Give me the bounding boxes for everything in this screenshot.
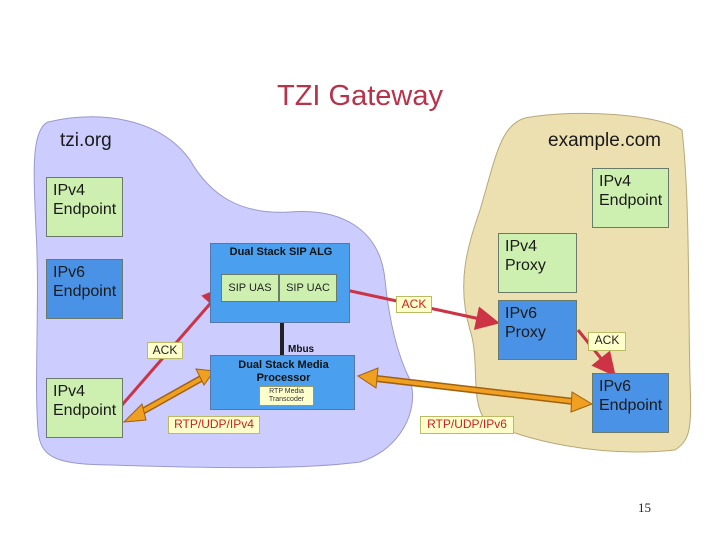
page-number: 15: [638, 500, 651, 515]
media-processor-title: Dual Stack Media Processor: [238, 359, 329, 384]
ack-tag-middle: ACK: [396, 296, 432, 313]
dual-stack-sip-alg: Dual Stack SIP ALG SIP UAS SIP UAC: [210, 243, 350, 323]
ack-tag-right: ACK: [588, 332, 626, 351]
ipv6-proxy: IPv6 Proxy: [498, 300, 577, 360]
media-arrow-ipv6: [356, 367, 594, 413]
diagram-title: TZI Gateway: [277, 80, 443, 112]
rtp-media-transcoder: RTP Media Transcoder: [259, 386, 314, 406]
rtp-ipv6-tag: RTP/UDP/IPv6: [420, 416, 514, 434]
ipv4-endpoint-tzi-bottom: IPv4 Endpoint: [46, 378, 123, 438]
dual-stack-media-processor: Dual Stack Media Processor RTP Media Tra…: [210, 355, 355, 410]
ipv6-endpoint-tzi: IPv6 Endpoint: [46, 259, 123, 319]
sip-arrow-proxy-to-endpoint: [576, 329, 616, 377]
ipv6-endpoint-example: IPv6 Endpoint: [592, 373, 669, 433]
ipv4-endpoint-tzi-top: IPv4 Endpoint: [46, 177, 123, 237]
ipv4-endpoint-example: IPv4 Endpoint: [592, 168, 669, 228]
rtp-ipv4-tag: RTP/UDP/IPv4: [168, 416, 260, 434]
sip-uas-box: SIP UAS: [221, 274, 279, 302]
domain-label-example: example.com: [548, 130, 661, 151]
sip-alg-title: Dual Stack SIP ALG: [229, 246, 333, 258]
mbus-label: Mbus: [288, 344, 315, 355]
media-arrow-ipv4: [122, 368, 215, 423]
sip-uac-box: SIP UAC: [279, 274, 337, 302]
domain-label-tzi: tzi.org: [60, 130, 112, 151]
ack-tag-left: ACK: [147, 342, 183, 359]
ipv4-proxy: IPv4 Proxy: [498, 233, 577, 293]
